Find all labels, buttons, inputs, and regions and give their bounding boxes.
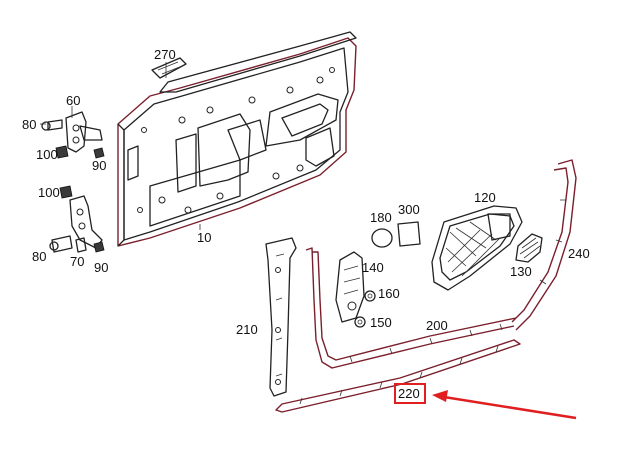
label-160: 160: [378, 286, 400, 301]
seal-200: [305, 247, 517, 369]
label-150: 150: [370, 315, 392, 330]
label-100-lower: 100: [38, 185, 60, 200]
label-90-lower: 90: [94, 260, 108, 275]
label-240: 240: [568, 246, 590, 261]
label-80-lower: 80: [32, 249, 46, 264]
panel-210: [265, 237, 297, 397]
upper-hinge: [41, 111, 105, 159]
label-70: 70: [70, 254, 84, 269]
label-90-upper: 90: [92, 158, 106, 173]
label-80-upper: 80: [22, 117, 36, 132]
label-100-upper: 100: [36, 147, 58, 162]
inner-trim-120: [431, 205, 523, 291]
label-130: 130: [510, 264, 532, 279]
label-300: 300: [398, 202, 420, 217]
label-270: 270: [154, 47, 176, 62]
highlight-box-220: [394, 383, 426, 404]
highlight-arrow: [432, 390, 577, 420]
label-140: 140: [362, 260, 384, 275]
module-140: [335, 251, 365, 323]
label-10: 10: [197, 230, 211, 245]
label-180: 180: [370, 210, 392, 225]
label-200: 200: [426, 318, 448, 333]
clip-160: [364, 290, 376, 302]
moulding-220: [275, 339, 521, 413]
label-220: 220: [398, 386, 420, 401]
seal-240: [511, 159, 577, 331]
door-shell: [117, 31, 357, 247]
lower-hinge: [49, 185, 105, 253]
clip-150: [354, 316, 366, 328]
label-210: 210: [236, 322, 258, 337]
handle-130: [515, 233, 543, 263]
label-60: 60: [66, 93, 80, 108]
part-180-300: [371, 221, 421, 248]
label-120: 120: [474, 190, 496, 205]
